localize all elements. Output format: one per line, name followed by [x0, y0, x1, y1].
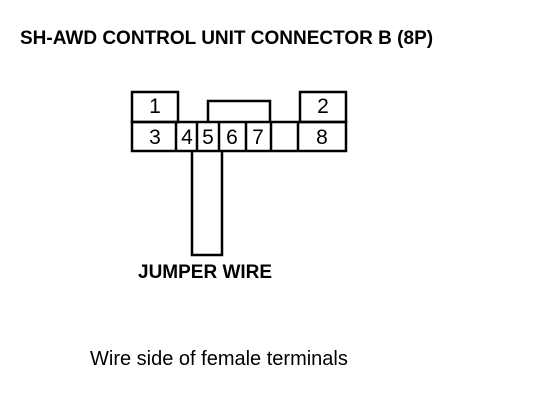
pin-label-8: 8: [316, 126, 328, 149]
jumper-wire: [190, 151, 224, 257]
jumper-wire-label: JUMPER WIRE: [138, 262, 273, 283]
pin-label-2: 2: [317, 95, 329, 118]
diagram-title: SH-AWD CONTROL UNIT CONNECTOR B (8P): [20, 28, 434, 49]
pin-label-7: 7: [252, 126, 264, 149]
pin-label-4: 4: [181, 126, 193, 149]
connector-lock-tab: [206, 99, 272, 122]
view-caption: Wire side of female terminals: [90, 348, 348, 370]
pin-label-3: 3: [149, 126, 161, 149]
pin-label-1: 1: [149, 95, 161, 118]
pin-label-5: 5: [202, 126, 214, 149]
pin-label-6: 6: [226, 126, 238, 149]
connector-bottom-row: [130, 120, 348, 153]
